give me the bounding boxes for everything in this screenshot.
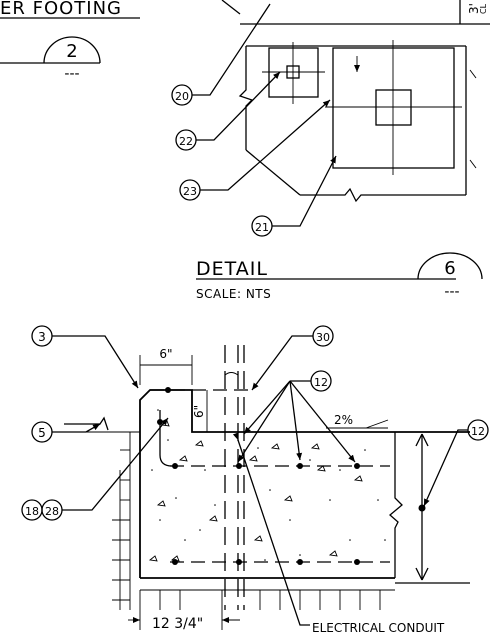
- dim-depth-arrow-dn: [415, 567, 423, 581]
- callout-18-label: 18: [25, 505, 39, 518]
- conduit-break: [224, 372, 239, 376]
- callout-23-label: 23: [183, 185, 197, 198]
- detail-sheet: ---: [444, 284, 459, 300]
- callout-5-label: 5: [38, 426, 46, 440]
- bottom-dim-text: 12 3/4": [152, 616, 203, 632]
- callout-18-28-leader: [62, 417, 169, 511]
- conduit-leader: [232, 432, 310, 626]
- callout-23-leader: [200, 99, 331, 191]
- curb-hook-bar: [159, 410, 173, 467]
- callout-22-label: 22: [179, 135, 193, 148]
- small-pier-square: [268, 47, 319, 98]
- rebar-dots: [157, 387, 360, 565]
- callout-5-leader: [52, 423, 101, 433]
- callout-12a-leader-1: [237, 380, 291, 463]
- detail-number: 6: [444, 258, 455, 279]
- detail-title-block: DETAIL SCALE: NTS 6 ---: [196, 252, 483, 301]
- callout-30-leader: [251, 335, 313, 391]
- dim-depth-arrow-up: [415, 433, 423, 447]
- slope-arrow: [365, 419, 389, 429]
- title-number-bubble: [43, 36, 101, 64]
- conduit-label: ELECTRICAL CONDUIT: [312, 621, 445, 635]
- section-detail: 6" 6" 2%: [21, 325, 489, 635]
- concrete-stipple: [151, 409, 386, 561]
- callout-12a-leader-3: [289, 380, 356, 463]
- title-sheet: ---: [64, 66, 79, 82]
- dim-sub-text: CL: [479, 3, 488, 14]
- callout-21-leader: [272, 155, 337, 227]
- curb-outline: [139, 389, 470, 578]
- callout-12a-leader-4: [243, 380, 291, 435]
- break-tick-2: [469, 159, 477, 169]
- callout-3-label: 3: [38, 330, 46, 344]
- large-pier-square: [332, 47, 455, 169]
- slab-break: [388, 432, 403, 578]
- callout-30-label: 30: [316, 331, 330, 344]
- callout-21-label: 21: [255, 221, 269, 234]
- dim-width-text: 6": [159, 347, 172, 361]
- dim-depth-dot: [418, 504, 426, 512]
- callout-22-leader: [196, 71, 281, 141]
- large-pier-center: [375, 89, 412, 126]
- expansion-joint-symbol: [64, 416, 109, 431]
- section-diagonal: [245, 149, 301, 196]
- footing-title: ER FOOTING: [0, 0, 122, 19]
- footing-title-block: ER FOOTING 2 ---: [0, 0, 140, 82]
- callout-12b-label: 12: [471, 425, 485, 438]
- callout-28-label: 28: [45, 505, 59, 518]
- callout-3-leader: [52, 335, 139, 389]
- dim-text: 3': [467, 3, 481, 14]
- slope-text: 2%: [334, 413, 353, 427]
- detail-number-bubble: [417, 252, 483, 280]
- callout-12a-label: 12: [314, 376, 328, 389]
- detail-scale: SCALE: NTS: [196, 287, 271, 301]
- dim-depth-arrow-dn2: [421, 567, 429, 581]
- slab-break-left: [238, 46, 254, 150]
- dim-height-text: 6": [192, 405, 206, 418]
- break-tick-1: [469, 69, 477, 79]
- ground-hatch-left: [64, 431, 395, 610]
- slab-bottom-edge: [300, 187, 410, 203]
- callout-12b-leader: [423, 429, 468, 507]
- callout-20-label: 20: [175, 90, 189, 103]
- dim-depth-arrow-up2: [421, 433, 429, 447]
- callout-12a-leader-2: [289, 380, 303, 461]
- title-number: 2: [66, 41, 77, 62]
- plan-detail: 3' CL 20 22 23: [171, 0, 490, 237]
- detail-title: DETAIL: [196, 258, 268, 280]
- concrete-aggregate: [148, 420, 363, 562]
- callout-20-leader: [192, 3, 271, 96]
- leader-top: [221, 0, 241, 15]
